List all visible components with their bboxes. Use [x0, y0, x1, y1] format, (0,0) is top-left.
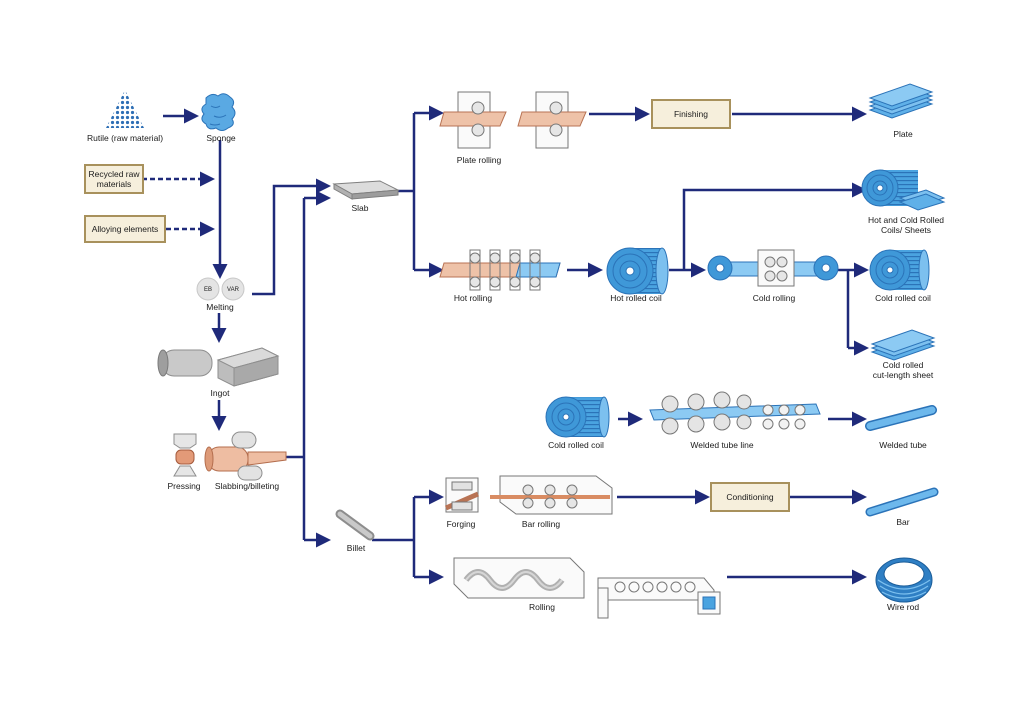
slabbing-label: Slabbing/billeting: [214, 481, 280, 491]
slab-icon: [332, 180, 400, 200]
recycled-label-line2: materials: [96, 179, 132, 189]
cut-sheet-label-line1: Cold rolled: [882, 360, 924, 370]
slab-label: Slab: [351, 203, 369, 213]
alloying-elements-box: Alloying elements: [84, 215, 166, 243]
conditioning-box: Conditioning: [710, 482, 790, 512]
plate-stack-icon: [868, 83, 934, 119]
rolling-label: Rolling: [529, 602, 555, 612]
bar-label: Bar: [896, 517, 910, 527]
melting-icons: [196, 277, 245, 301]
sponge-label: Sponge: [206, 133, 236, 143]
hot-cold-label-line2: Coils/ Sheets: [880, 225, 932, 235]
welded-tube-label: Welded tube: [879, 440, 927, 450]
cold-rolling-label: Cold rolling: [752, 293, 796, 303]
hot-rolling-label: Hot rolling: [453, 293, 493, 303]
conditioning-label: Conditioning: [726, 492, 774, 502]
wire-rod-icon: [875, 557, 933, 603]
recycled-label-line1: Recycled raw: [88, 169, 140, 179]
hot-cold-coils-icon: [861, 169, 946, 211]
welded-tube-line-label: Welded tube line: [690, 440, 754, 450]
connectors: [142, 105, 869, 585]
arrow-coil-hot-cold: [682, 182, 867, 270]
cold-rolled-coil-left-label: Cold rolled coil: [548, 440, 604, 450]
cold-rolled-coil-left-icon: [545, 396, 610, 438]
bar-icon: [865, 487, 939, 517]
cut-sheet-label-line2: cut-length sheet: [872, 370, 934, 380]
forging-icon: [444, 477, 480, 513]
billet-label: Billet: [346, 543, 366, 553]
wire-rod-label: Wire rod: [886, 602, 920, 612]
ingot-label: Ingot: [210, 388, 230, 398]
alloying-label: Alloying elements: [91, 224, 159, 234]
hot-rolling-icon: [439, 249, 561, 291]
arrow-melting-slab: [252, 178, 331, 296]
bar-rolling-label: Bar rolling: [521, 519, 561, 529]
cold-rolled-coil-icon: [869, 249, 930, 291]
plate-rolling-icon: [439, 91, 587, 149]
billet-icon: [335, 509, 375, 541]
var-label: VAR: [227, 287, 239, 293]
rutile-pile-icon: [106, 90, 144, 128]
slabbing-icon: [204, 431, 287, 481]
ingot-icon: [157, 347, 280, 387]
bar-rolling-icon: [490, 475, 613, 515]
eb-label: EB: [203, 287, 213, 293]
melting-label: Melting: [206, 302, 234, 312]
plate-rolling-label: Plate rolling: [456, 155, 502, 165]
pressing-icon: [173, 433, 197, 477]
sponge-icon: [201, 93, 236, 131]
plate-label: Plate: [893, 129, 913, 139]
welded-tube-line-icon: [649, 391, 821, 435]
finishing-label: Finishing: [673, 109, 709, 119]
forging-label: Forging: [446, 519, 476, 529]
hot-rolled-coil-label: Hot rolled coil: [610, 293, 662, 303]
hot-cold-label-line1: Hot and Cold Rolled: [867, 215, 945, 225]
rutile-label: Rutile (raw material): [86, 133, 164, 143]
finishing-box: Finishing: [651, 99, 731, 129]
recycled-materials-box: Recycled raw materials: [84, 164, 144, 194]
cut-sheet-icon: [870, 329, 936, 361]
welded-tube-icon: [865, 405, 937, 431]
cold-rolled-coil-label: Cold rolled coil: [875, 293, 931, 303]
cold-rolling-icon: [707, 249, 839, 287]
rolling-icon: [453, 557, 721, 619]
hot-rolled-coil-icon: [606, 247, 669, 295]
pressing-label: Pressing: [167, 481, 201, 491]
